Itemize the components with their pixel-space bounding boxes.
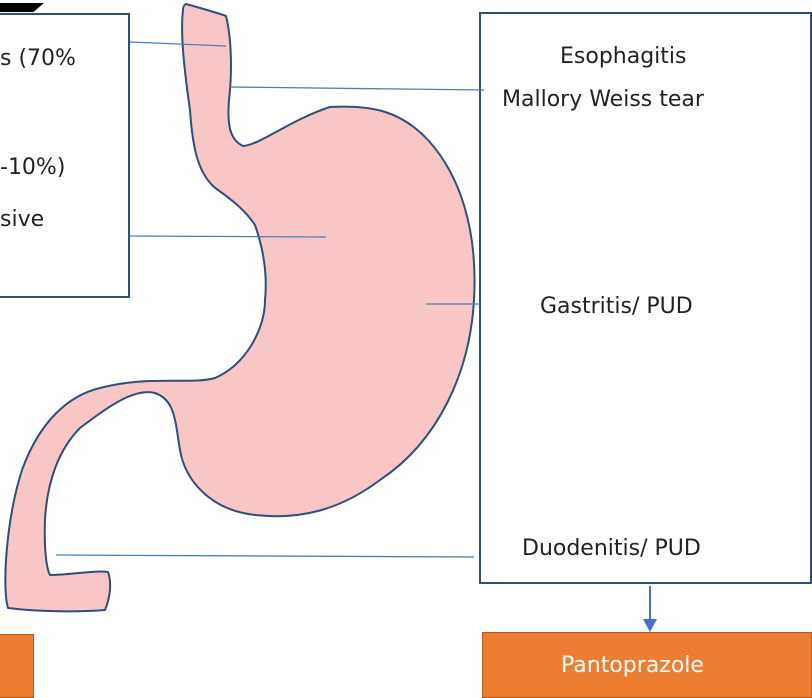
leader-line-esophagus [230, 87, 484, 90]
pantoprazole-label: Pantoprazole [561, 655, 704, 677]
stomach-organ-shape [5, 4, 474, 611]
treatment-box: Pantoprazole [482, 632, 812, 698]
leader-line-duodenum [56, 555, 474, 557]
arrow-head [643, 619, 657, 632]
left-treatment-box [0, 634, 34, 698]
